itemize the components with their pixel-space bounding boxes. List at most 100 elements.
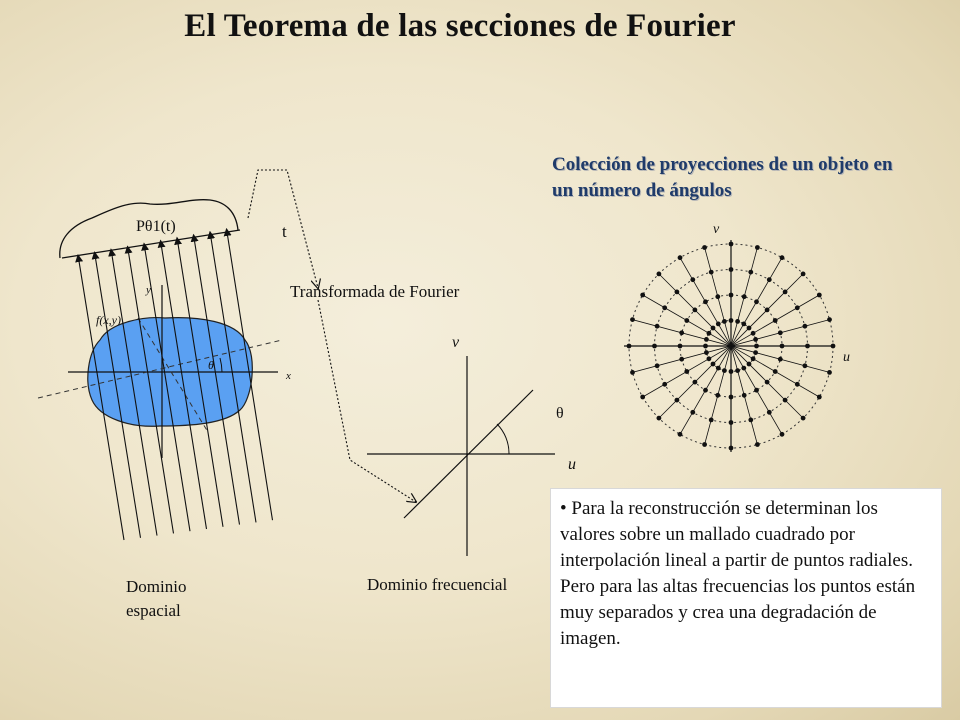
collection-sample-point (782, 289, 788, 295)
projection-baseline (61, 229, 241, 259)
collection-sample-point (746, 325, 752, 331)
collection-sample-point (656, 415, 662, 421)
collection-sample-point (764, 307, 770, 313)
spatial-y-label: y (146, 284, 151, 296)
collection-sample-point (753, 350, 758, 355)
collection-sample-point (656, 271, 662, 277)
collection-sample-point (764, 379, 770, 385)
collection-sample-point (766, 277, 772, 283)
freq-slice-line (403, 389, 534, 519)
freq-u-label: u (568, 456, 576, 473)
projection-ray (174, 236, 224, 527)
collection-sample-point (677, 431, 683, 437)
collection-sample-point (715, 294, 721, 300)
freq-angle-arc (496, 423, 510, 455)
collection-radial-line (632, 319, 830, 373)
projection-ray (124, 245, 175, 534)
projection-collection-diagram (624, 240, 836, 452)
collection-sample-point (800, 271, 806, 277)
collection-v-label: v (713, 222, 720, 237)
collection-sample-point (741, 321, 747, 327)
collection-sample-point (777, 356, 783, 362)
collection-sample-point (830, 343, 836, 349)
collection-sample-point (703, 387, 708, 393)
projection-ray (91, 251, 142, 538)
collection-sample-point (679, 356, 685, 362)
collection-sample-point (728, 445, 734, 451)
function-label: f(x,y) (96, 313, 121, 327)
collection-sample-point (816, 292, 822, 298)
collection-sample-point (684, 318, 690, 323)
collection-sample-point (654, 363, 660, 369)
dotted-connector-bottom (317, 299, 416, 502)
collection-sample-point (703, 299, 708, 305)
t-axis-label: t (282, 222, 287, 241)
bullet-text: • Para la reconstrucción se determinan l… (560, 498, 916, 649)
collection-sample-point (677, 343, 683, 349)
frequency-domain-label: Dominio frecuencial (367, 575, 508, 594)
collection-sample-point (805, 343, 810, 349)
slide-title: El Teorema de las secciones de Fourier (184, 8, 736, 44)
dotted-connector-top (247, 169, 318, 288)
collection-sample-point (706, 356, 712, 362)
collection-sample-point (741, 365, 747, 371)
collection-sample-point (702, 442, 707, 447)
collection-radial-lines (629, 244, 833, 448)
collection-sample-point (684, 369, 690, 374)
frequency-domain-diagram (367, 356, 555, 556)
collection-sample-point (800, 415, 806, 421)
collection-sample-point (728, 267, 734, 272)
collection-sample-point (728, 369, 734, 374)
collection-sample-point (715, 365, 721, 371)
collection-sample-point (753, 337, 758, 342)
spatial-angle-arc (219, 357, 223, 373)
collection-sample-point (827, 317, 832, 322)
projection-profile (59, 199, 239, 259)
rotated-axis-t (37, 339, 283, 399)
collection-sample-point (722, 368, 727, 373)
collection-sample-point (802, 323, 808, 329)
collection-sample-point (708, 417, 714, 423)
spatial-x-label: x (286, 370, 291, 382)
projection-ray (190, 233, 241, 525)
collection-sample-point (715, 321, 721, 327)
collection-sample-point (704, 337, 709, 342)
freq-v-label: v (452, 334, 460, 351)
collection-sample-point (827, 370, 832, 375)
collection-sample-point (626, 343, 632, 349)
collection-sample-point (794, 305, 800, 311)
collection-sample-point (728, 292, 734, 298)
projection-ray (75, 254, 125, 541)
collection-sample-point (728, 394, 734, 400)
projection-ray (223, 227, 274, 521)
collection-sample-point (746, 361, 752, 367)
projection-ray (157, 239, 208, 530)
collection-sample-point (674, 397, 680, 403)
collection-sample-point (779, 431, 785, 437)
collection-sample-point (779, 255, 785, 261)
collection-sample-point (782, 397, 788, 403)
collection-sample-point (748, 417, 754, 423)
collection-sample-point (662, 381, 668, 387)
collection-sample-point (640, 394, 646, 400)
collection-sample-point (715, 392, 721, 398)
collection-sample-point (710, 361, 716, 367)
collection-sample-point (692, 307, 698, 313)
collection-sample-point (674, 289, 680, 295)
collection-sample-point (630, 317, 635, 322)
collection-sample-point (728, 318, 734, 323)
projection-ray (108, 248, 158, 536)
collection-sample-point (690, 277, 696, 283)
collection-sample-point (692, 379, 698, 385)
collection-sample-point (741, 294, 747, 300)
collection-sample-point (679, 330, 685, 336)
collection-sample-point (750, 330, 756, 336)
collection-u-label: u (843, 350, 850, 365)
bullet-box (550, 488, 942, 708)
collection-sample-point (708, 269, 714, 275)
collection-sample-point (816, 394, 822, 400)
spatial-domain-label-line1: Dominio (126, 577, 187, 596)
collection-sample-point (755, 245, 760, 250)
